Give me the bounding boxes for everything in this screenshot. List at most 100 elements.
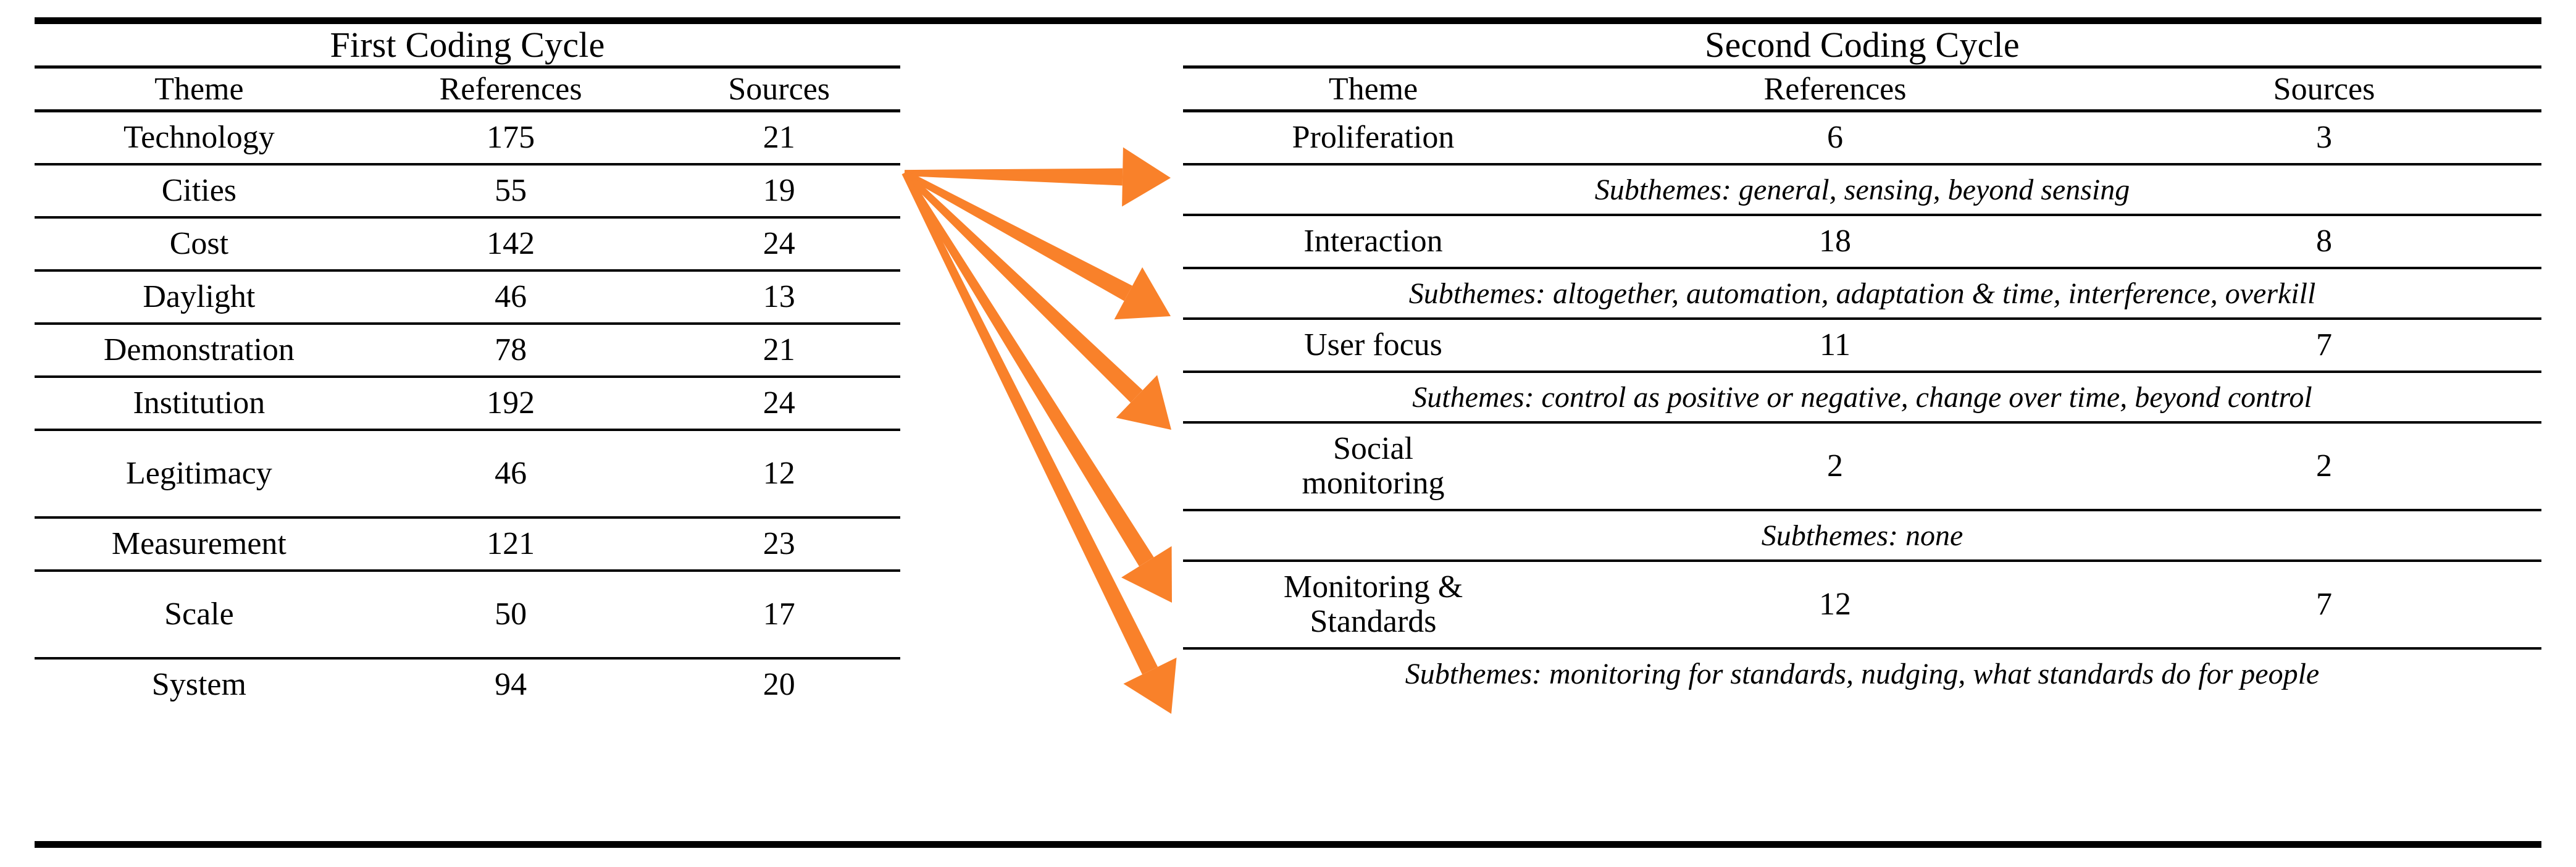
right-section-title: Second Coding Cycle [1705, 25, 2020, 65]
table-row: Cost 142 24 [35, 217, 900, 270]
table-row: System 94 20 [35, 658, 900, 710]
left-theme-cell: Institution [133, 385, 266, 421]
table-top-rule [35, 17, 2541, 24]
right-references-cell: 12 [1819, 586, 1851, 622]
left-theme-cell: Cities [161, 172, 237, 208]
left-references-cell: 94 [495, 666, 527, 702]
left-theme-cell: System [151, 666, 246, 702]
right-theme-cell: Proliferation [1292, 119, 1455, 155]
table-bottom-rule [35, 841, 2541, 848]
subtheme-text: Suthemes: control as positive or negativ… [1412, 380, 2312, 414]
table-row: Technology 175 21 [35, 111, 900, 164]
arrow-shaft-to-social-monitoring [901, 171, 1154, 567]
arrow-shaft-to-interaction [903, 170, 1132, 301]
right-col-header-theme: Theme [1328, 71, 1418, 107]
left-section-title: First Coding Cycle [330, 25, 605, 65]
left-references-cell: 46 [495, 455, 527, 491]
arrowhead-to-proliferation [1122, 147, 1171, 207]
arrow-shaft-to-proliferation [904, 168, 1123, 186]
right-references-cell: 11 [1819, 327, 1851, 362]
subtheme-text: Subthemes: monitoring for standards, nud… [1405, 657, 2320, 690]
arrowhead-to-user-focus [1116, 375, 1171, 430]
left-references-cell: 55 [495, 172, 527, 208]
table-row: Social monitoring 2 2 [1183, 422, 2541, 510]
right-sources-cell: 7 [2316, 327, 2332, 362]
table-row: Measurement 121 23 [35, 517, 900, 571]
left-section-title-row: First Coding Cycle [35, 24, 900, 67]
right-theme-line-1: Monitoring & [1283, 569, 1463, 605]
table-row: Monitoring & Standards 12 7 [1183, 561, 2541, 648]
right-theme-cell: Interaction [1303, 223, 1443, 259]
right-sources-cell: 8 [2316, 223, 2332, 259]
left-theme-cell: Legitimacy [125, 455, 272, 491]
table-row: Demonstration 78 21 [35, 324, 900, 377]
table-row: Scale 50 17 [35, 571, 900, 658]
left-col-header-sources: Sources [728, 71, 830, 107]
left-references-cell: 121 [487, 526, 535, 561]
left-sources-cell: 20 [763, 666, 795, 702]
left-sources-cell: 21 [763, 119, 795, 155]
arrowhead-to-monitoring-and-standards [1123, 657, 1177, 714]
right-section-title-row: Second Coding Cycle [1183, 24, 2541, 67]
table-row: Institution 192 24 [35, 377, 900, 430]
arrowhead-to-social-monitoring [1121, 546, 1172, 603]
right-references-cell: 2 [1827, 448, 1843, 484]
right-theme-line-2: Standards [1310, 604, 1437, 639]
right-sources-cell: 2 [2316, 448, 2332, 484]
arrow-shaft-to-monitoring-and-standards [901, 171, 1158, 675]
left-references-cell: 50 [495, 596, 527, 632]
right-sources-cell: 3 [2316, 119, 2332, 155]
left-references-cell: 175 [487, 119, 535, 155]
left-sources-cell: 24 [763, 225, 795, 261]
right-column-header-row: Theme References Sources [1183, 67, 2541, 111]
subtheme-row: Subthemes: general, sensing, beyond sens… [1183, 164, 2541, 215]
left-col-header-references: References [439, 71, 582, 107]
right-references-cell: 18 [1819, 223, 1851, 259]
table-row: Daylight 46 13 [35, 270, 900, 324]
left-sources-cell: 12 [763, 455, 795, 491]
right-col-header-sources: Sources [2273, 71, 2375, 107]
left-sources-cell: 23 [763, 526, 795, 561]
subtheme-row: Subthemes: none [1183, 510, 2541, 561]
left-sources-cell: 19 [763, 172, 795, 208]
table-row: Proliferation 6 3 [1183, 111, 2541, 164]
first-coding-cycle-table: First Coding Cycle Theme References Sour… [35, 24, 900, 710]
left-sources-cell: 17 [763, 596, 795, 632]
left-sources-cell: 24 [763, 385, 795, 421]
right-col-header-references: References [1763, 71, 1907, 107]
table-row: Interaction 18 8 [1183, 215, 2541, 268]
left-column-header-row: Theme References Sources [35, 67, 900, 111]
right-theme-cell: Social monitoring [1183, 422, 1563, 510]
second-coding-cycle-table: Second Coding Cycle Theme References Sou… [1183, 24, 2541, 698]
right-sources-cell: 7 [2316, 586, 2332, 622]
left-references-cell: 192 [487, 385, 535, 421]
table-row: User focus 11 7 [1183, 319, 2541, 372]
arrowhead-to-interaction [1114, 267, 1171, 320]
subtheme-row: Subthemes: altogether, automation, adapt… [1183, 268, 2541, 319]
right-theme-line-2: monitoring [1302, 466, 1445, 501]
left-references-cell: 46 [495, 279, 527, 314]
table-row: Legitimacy 46 12 [35, 430, 900, 517]
left-theme-cell: Scale [164, 596, 234, 632]
table-row: Cities 55 19 [35, 164, 900, 217]
subtheme-text: Subthemes: general, sensing, beyond sens… [1594, 173, 2130, 206]
left-sources-cell: 21 [763, 332, 795, 367]
subtheme-row: Suthemes: control as positive or negativ… [1183, 372, 2541, 422]
mapping-arrows [901, 147, 1177, 714]
left-theme-cell: Cost [169, 225, 229, 261]
subtheme-text: Subthemes: altogether, automation, adapt… [1408, 277, 2316, 310]
right-theme-cell: Monitoring & Standards [1183, 561, 1563, 648]
left-col-header-theme: Theme [154, 71, 244, 107]
left-references-cell: 142 [487, 225, 535, 261]
subtheme-row: Subthemes: monitoring for standards, nud… [1183, 648, 2541, 698]
left-theme-cell: Demonstration [103, 332, 295, 367]
left-sources-cell: 13 [763, 279, 795, 314]
right-theme-line-1: Social [1333, 430, 1413, 466]
subtheme-text: Subthemes: none [1761, 519, 1963, 552]
arrow-shaft-to-user-focus [902, 170, 1143, 403]
left-theme-cell: Daylight [143, 279, 256, 314]
right-references-cell: 6 [1827, 119, 1843, 155]
left-theme-cell: Technology [123, 119, 275, 155]
right-theme-cell: User focus [1304, 327, 1442, 362]
